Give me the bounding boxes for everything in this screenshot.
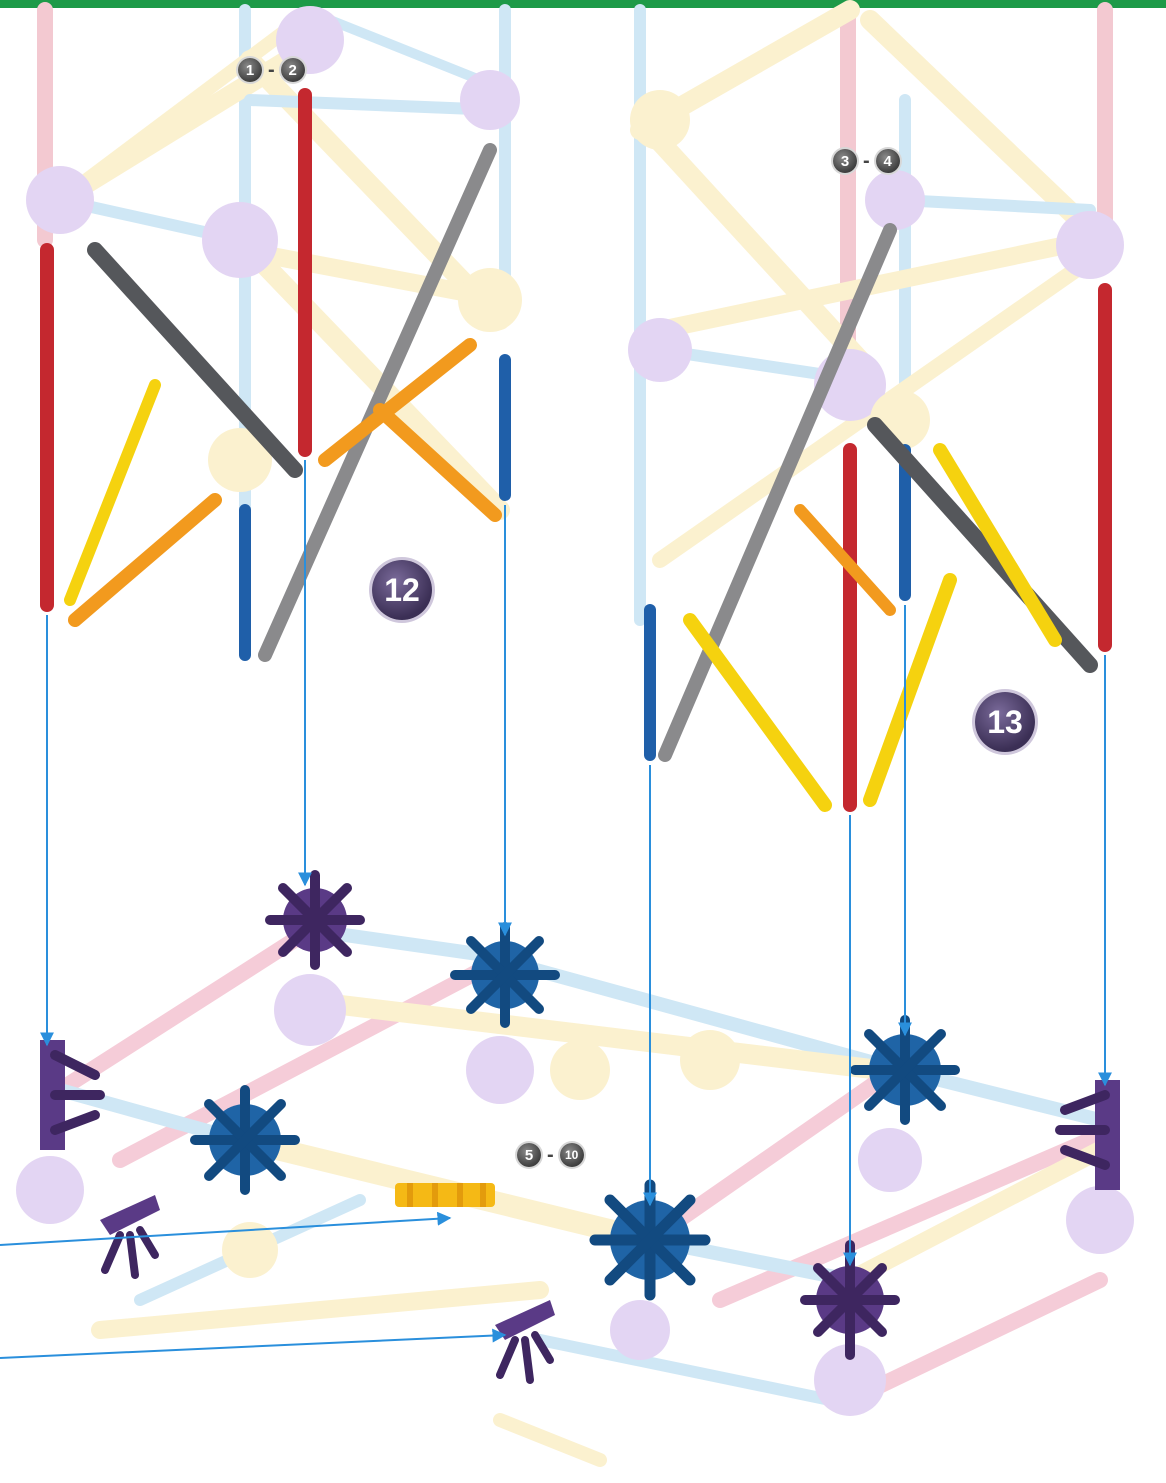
arrow: [0, 1335, 505, 1358]
callout-start: 1: [238, 58, 262, 82]
callout-5-10: 5 - 10: [517, 1143, 584, 1167]
purple-connector: [270, 875, 360, 965]
callout-dash: -: [547, 1145, 554, 1165]
callout-end: 10: [560, 1143, 584, 1167]
step-12-rods: [47, 95, 505, 655]
blue-connector: [195, 1090, 295, 1190]
step-number-12: 12: [372, 560, 432, 620]
callout-start: 3: [833, 149, 857, 173]
callout-end: 2: [281, 58, 305, 82]
callout-end: 4: [876, 149, 900, 173]
callout-dash: -: [268, 60, 275, 80]
callout-1-2: 1 - 2: [238, 58, 305, 82]
callout-3-4: 3 - 4: [833, 149, 900, 173]
callout-start: 5: [517, 1143, 541, 1167]
yellow-clip-connector: [395, 1183, 495, 1207]
purple-half-connector: [40, 1040, 100, 1150]
faded-structure: [16, 6, 1134, 1460]
blue-connector: [455, 927, 555, 1023]
callout-dash: -: [863, 151, 870, 171]
step-number-13: 13: [975, 692, 1035, 752]
